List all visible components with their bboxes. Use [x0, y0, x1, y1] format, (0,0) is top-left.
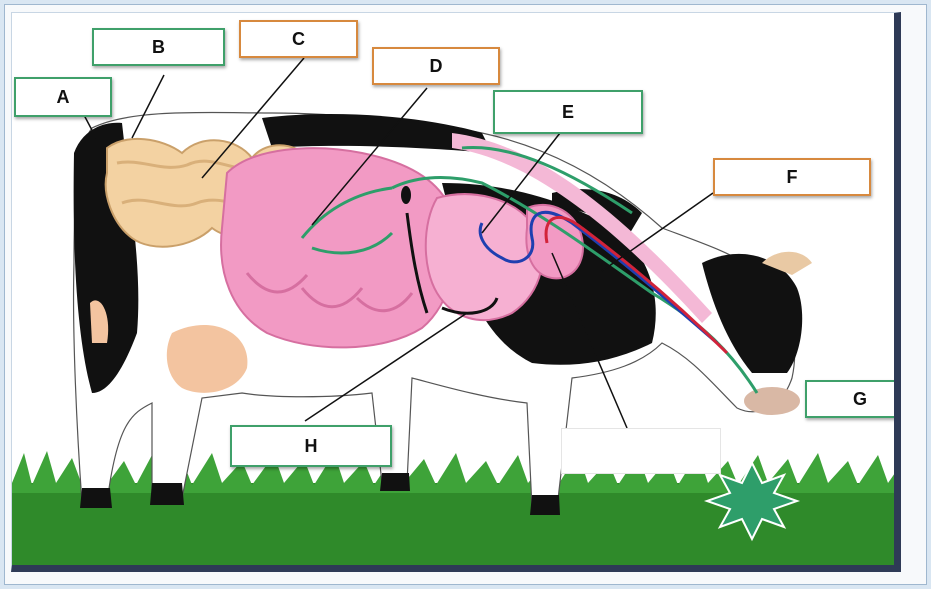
- label-box-b: B: [92, 28, 225, 66]
- diagram-panel: A B C D E F G H: [11, 12, 901, 572]
- label-box-h: H: [230, 425, 392, 467]
- label-box-e: E: [493, 90, 643, 134]
- label-h-text: H: [305, 436, 318, 457]
- label-e-text: E: [562, 102, 574, 123]
- label-a-text: A: [57, 87, 70, 108]
- label-g-text: G: [853, 389, 867, 410]
- label-d-text: D: [430, 56, 443, 77]
- label-box-blank: [561, 428, 721, 474]
- worksheet-frame: A B C D E F G H: [4, 4, 927, 585]
- label-box-g: G: [805, 380, 901, 418]
- label-box-d: D: [372, 47, 500, 85]
- label-box-f: F: [713, 158, 871, 196]
- label-c-text: C: [292, 29, 305, 50]
- label-b-text: B: [152, 37, 165, 58]
- label-f-text: F: [787, 167, 798, 188]
- starburst: [707, 463, 797, 539]
- label-box-a: A: [14, 77, 112, 117]
- cow-digestive-system-diagram: [12, 13, 901, 572]
- label-box-c: C: [239, 20, 358, 58]
